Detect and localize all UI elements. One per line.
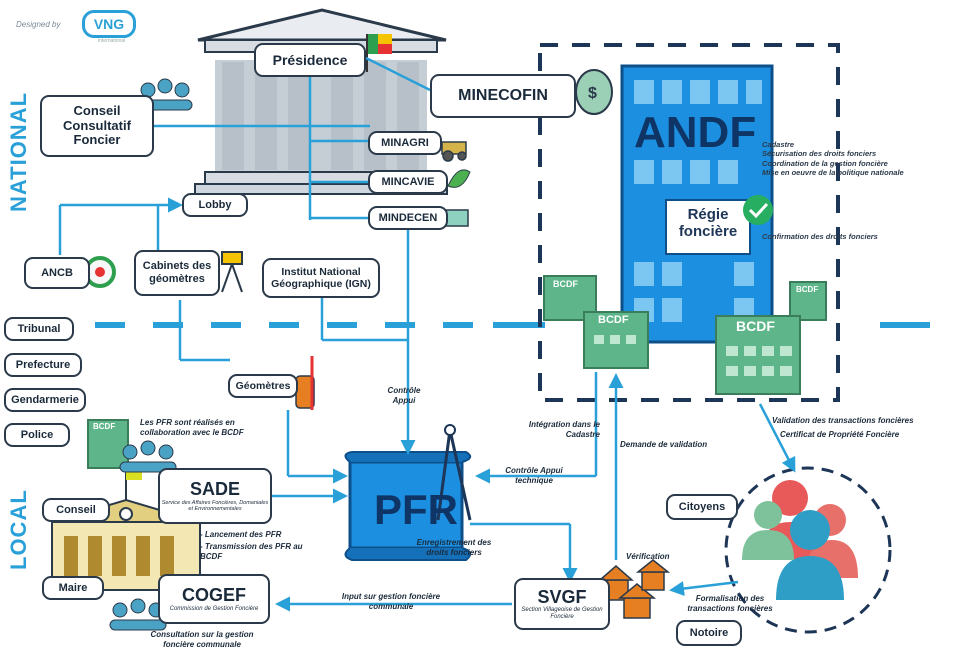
lancement-note: - Lancement des PFR (200, 530, 282, 539)
bcdf-label-5: BCDF (93, 422, 116, 431)
certificat-note: Certificat de Propriété Foncière (780, 430, 900, 439)
mindecen-box: MINDECEN (368, 206, 448, 230)
leaf-icon (447, 169, 471, 188)
minecofin-box: MINECOFIN (430, 74, 576, 118)
village-huts-icon (598, 559, 671, 619)
vng-logo: VNG (82, 10, 136, 38)
svgf-title: SVGF (537, 586, 587, 607)
lobby-box: Lobby (182, 193, 248, 217)
eco-building-icon (445, 209, 469, 227)
sade-full: Service des Affaires Foncières, Domanial… (161, 500, 269, 513)
ign-box: Institut National Géographique (IGN) (262, 258, 380, 298)
pfr-title: PFR (374, 486, 458, 533)
cogef-full: Commission de Gestion Foncière (169, 605, 259, 612)
andf-note-cadastre: Cadastre (762, 140, 795, 149)
controle-appui-note: Contrôle Appui (387, 386, 421, 405)
bcdf-label-1: BCDF (553, 279, 578, 289)
ancb-emblem-icon (84, 256, 116, 288)
conseil-consultatif-box: Conseil Consultatif Foncier (40, 95, 154, 157)
money-bag-icon: $ (575, 69, 613, 115)
pfr-collab-note: Les PFR sont réalisés en collaboration a… (140, 418, 244, 437)
bcdf-label-3: BCDF (736, 318, 775, 334)
demande-note: Demande de validation (620, 440, 708, 449)
presidence-box: Présidence (254, 43, 366, 77)
cabinets-geometres-box: Cabinets des géomètres (134, 250, 220, 296)
andf-building-icon (620, 64, 774, 344)
tractor-icon (441, 141, 467, 162)
institution-gendarmerie: Gendarmerie (4, 388, 86, 412)
branding: Designed by (16, 20, 60, 29)
svgf-full: Section Villageoise de Gestion Foncière (521, 607, 603, 621)
flag-icon (366, 34, 392, 72)
sade-title: SADE (189, 479, 240, 500)
integration-note: Intégration dans le Cadastre (528, 420, 600, 439)
bcdf-label-2: BCDF (598, 314, 629, 326)
enregistrement-note: Enregistrement des droits fonciers (416, 538, 492, 557)
consultation-note: Consultation sur la gestion foncière com… (150, 630, 254, 649)
notoire-box: Notoire (676, 620, 742, 646)
conseil-box: Conseil (42, 498, 110, 522)
formalisation-note: Formalisation des transactions foncières (687, 594, 773, 613)
designed-by-text: Designed by (16, 20, 61, 29)
andf-note-coordination: Coordination de la gestion foncière (762, 158, 888, 168)
andf-note-securisation: Sécurisation des droits fonciers (762, 149, 877, 159)
svgf-box: SVGF Section Villageoise de Gestion Fonc… (514, 578, 610, 630)
maire-box: Maire (42, 576, 104, 600)
vng-logo-sub: international (98, 38, 126, 44)
andf-title: ANDF (634, 108, 757, 157)
andf-notes: Cadastre Sécurisation des droits foncier… (762, 140, 952, 178)
verification-note: Vérification (626, 552, 670, 561)
surveyor-icon (295, 356, 315, 410)
regie-fonciere-label: Régie foncière (678, 206, 738, 241)
institution-police: Police (4, 423, 70, 447)
bcdf-label-4: BCDF (796, 285, 819, 294)
controle-tech-note: Contrôle Appui technique (505, 466, 563, 485)
presidence-building-icon (194, 8, 448, 195)
transmission-note: - Transmission des PFR au BCDF (200, 542, 303, 561)
cogef-title: COGEF (181, 585, 246, 606)
institution-prefecture: Prefecture (4, 353, 82, 377)
citizens-group-icon (742, 480, 858, 600)
mincavie-box: MINCAVIE (368, 170, 448, 194)
people-group-icon (109, 78, 193, 631)
pfr-map-icon (344, 424, 472, 561)
theodolite-icon (221, 251, 243, 293)
input-note: Input sur gestion foncière communale (341, 592, 441, 611)
level-local: LOCAL (6, 489, 31, 570)
validation-note: Validation des transactions foncières (772, 416, 914, 425)
cogef-box: COGEF Commission de Gestion Foncière (158, 574, 270, 624)
citoyens-box: Citoyens (666, 494, 738, 520)
andf-note-politique: Mise en oeuvre de la politique nationale (762, 168, 904, 178)
geometres-box: Géomètres (228, 374, 298, 398)
institution-tribunal: Tribunal (4, 317, 74, 341)
sade-box: SADE Service des Affaires Foncières, Dom… (158, 468, 272, 524)
confirmation-note: Confirmation des droits fonciers (762, 232, 878, 241)
level-national: NATIONAL (6, 91, 31, 212)
ancb-box: ANCB (24, 257, 90, 289)
minagri-box: MINAGRI (368, 131, 442, 155)
svg-text:$: $ (588, 85, 597, 102)
